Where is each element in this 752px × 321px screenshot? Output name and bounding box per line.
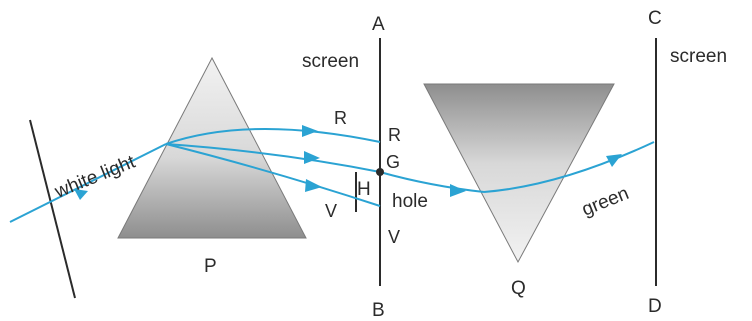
green-ray-exit <box>483 141 655 193</box>
light-rays <box>9 127 655 223</box>
green-ray <box>165 143 485 193</box>
prism-q <box>423 83 615 264</box>
arrow-red <box>302 125 318 137</box>
label-screen-right: screen <box>670 46 727 67</box>
arrow-green-exit <box>606 154 622 167</box>
label-green: green <box>579 183 632 221</box>
arrow-violet <box>305 179 322 192</box>
label-prism-q: Q <box>511 278 526 299</box>
label-point-v: V <box>388 227 400 247</box>
label-ray-v: V <box>325 201 337 221</box>
arrow-hole <box>450 184 466 197</box>
label-point-g: G <box>386 152 400 172</box>
label-screen-left: screen <box>302 51 359 72</box>
red-ray <box>165 127 381 145</box>
hole-dot <box>376 168 384 176</box>
label-hole: hole <box>392 191 428 212</box>
label-white-light: white light <box>51 151 139 203</box>
label-point-r: R <box>388 125 401 145</box>
label-a: A <box>372 14 385 35</box>
label-d: D <box>648 296 662 317</box>
arrow-green <box>304 151 320 164</box>
ray-arrowheads <box>74 125 622 200</box>
violet-ray <box>165 143 381 207</box>
source-slit-line <box>29 119 76 299</box>
label-h: H <box>357 179 371 200</box>
label-ray-r: R <box>334 108 347 128</box>
label-prism-p: P <box>204 256 217 277</box>
arrow-white <box>74 189 88 200</box>
white-light-ray <box>9 143 167 223</box>
label-b: B <box>372 300 385 321</box>
label-c: C <box>648 8 662 29</box>
